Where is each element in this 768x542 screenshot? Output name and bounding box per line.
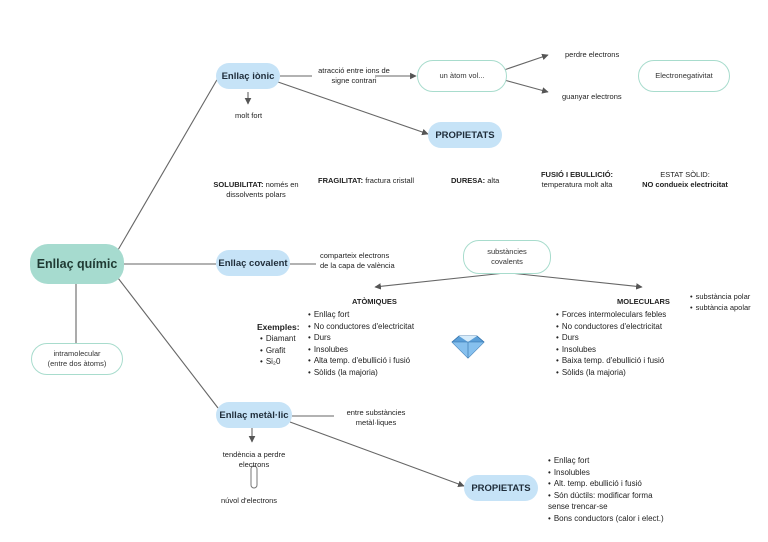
polarity-item: substància polar — [690, 292, 751, 303]
metallic-property: Alt. temp. ebullició i fusió — [548, 478, 664, 490]
atomic-property: Durs — [308, 332, 414, 344]
molecular-property: No conductores d'electricitat — [556, 321, 666, 333]
electron-cloud-text: núvol d'electrons — [221, 496, 278, 505]
examples-label: Exemples: — [257, 322, 300, 332]
gain-electrons-text: guanyar electrons — [562, 92, 622, 101]
solubility-text: només en dissolvents polars — [226, 179, 299, 199]
fragility-property: FRAGILITAT: fractura cristall — [318, 176, 414, 186]
atomic-property: Insolubes — [308, 344, 414, 356]
hardness-text: alta — [485, 176, 500, 185]
ionic-attraction-text: atracció entre ions de signe contrari — [318, 66, 390, 85]
polarity-list: substància polar subtància apolar — [690, 292, 751, 313]
fragility-text: fractura cristall — [363, 176, 414, 185]
fusion-property: FUSIÓ I EBULLICIÓ: temperatura molt alta — [532, 170, 622, 190]
hardness-property: DURESA: alta — [451, 176, 499, 186]
molecular-properties-list: Forces intermoleculars febles No conduct… — [556, 309, 666, 379]
metallic-properties-node[interactable]: PROPIETATS — [464, 475, 538, 501]
atomic-property: No conductores d'electricitat — [308, 321, 414, 333]
fragility-label: FRAGILITAT: — [318, 176, 364, 185]
ionic-bond-node[interactable]: Enllaç iònic — [216, 63, 280, 89]
solubility-label: SOLUBILITAT: — [213, 179, 264, 189]
hardness-label: DURESA: — [451, 176, 486, 185]
lose-electrons-text: perdre electrons — [565, 50, 620, 59]
very-strong-text: molt fort — [235, 111, 263, 120]
atomic-property: Enllaç fort — [308, 309, 414, 321]
molecular-property: Sòlids (la majoria) — [556, 367, 666, 379]
intramolecular-note: intramolecular (entre dos àtoms) — [31, 343, 123, 375]
molecular-property: Forces intermoleculars febles — [556, 309, 666, 321]
examples-list: Diamant Grafit Si₂0 — [260, 333, 296, 368]
atomic-property: Sòlids (la majoria) — [308, 367, 414, 379]
fusion-label: FUSIÓ I EBULLICIÓ: — [540, 170, 614, 179]
shares-electrons-text: comparteix electrons de la capa de valèn… — [320, 251, 395, 270]
solid-state-label: ESTAT SÒLID: — [660, 170, 710, 179]
metallic-property: Són dúctils: modificar forma sense trenc… — [548, 490, 664, 513]
example-item: Diamant — [260, 333, 296, 345]
covalent-substances-node[interactable]: substàncies covalents — [463, 240, 551, 274]
electronegativity-node[interactable]: Electronegativitat — [638, 60, 730, 92]
molecular-title: MOLECULARS — [617, 297, 670, 306]
fusion-text: temperatura molt alta — [541, 179, 613, 189]
ionic-properties-node[interactable]: PROPIETATS — [428, 122, 502, 148]
metallic-property: Bons conductors (calor i elect.) — [548, 513, 664, 525]
atomic-title: ATÒMIQUES — [352, 297, 397, 306]
metallic-bond-node[interactable]: Enllaç metàl·lic — [216, 402, 292, 428]
between-metals-text: entre substàncies metàl·liques — [346, 408, 406, 427]
atomic-properties-list: Enllaç fort No conductores d'electricita… — [308, 309, 414, 379]
metallic-property: Insolubles — [548, 467, 664, 479]
root-node[interactable]: Enllaç químic — [30, 244, 124, 284]
metallic-property: Enllaç fort — [548, 455, 664, 467]
metallic-properties-list: Enllaç fort Insolubles Alt. temp. ebulli… — [548, 455, 664, 525]
covalent-bond-node[interactable]: Enllaç covalent — [216, 250, 290, 276]
atomic-property: Alta temp. d'ebullició i fusió — [308, 355, 414, 367]
example-item: Grafit — [260, 345, 296, 357]
atom-wants-node[interactable]: un àtom vol... — [417, 60, 507, 92]
molecular-property: Insolubes — [556, 344, 666, 356]
solid-state-property: ESTAT SÒLID: NO condueix electricitat — [632, 170, 738, 190]
solid-state-text: NO condueix electricitat — [642, 179, 728, 189]
polarity-item: subtància apolar — [690, 303, 751, 314]
example-item: Si₂0 — [260, 356, 296, 368]
molecular-property: Baixa temp. d'ebullició i fusió — [556, 355, 666, 367]
molecular-property: Durs — [556, 332, 666, 344]
diamond-icon — [451, 335, 485, 359]
tendency-text: tendència a perdre electrons — [222, 450, 286, 469]
solubility-property: SOLUBILITAT: només en dissolvents polars — [206, 170, 306, 199]
